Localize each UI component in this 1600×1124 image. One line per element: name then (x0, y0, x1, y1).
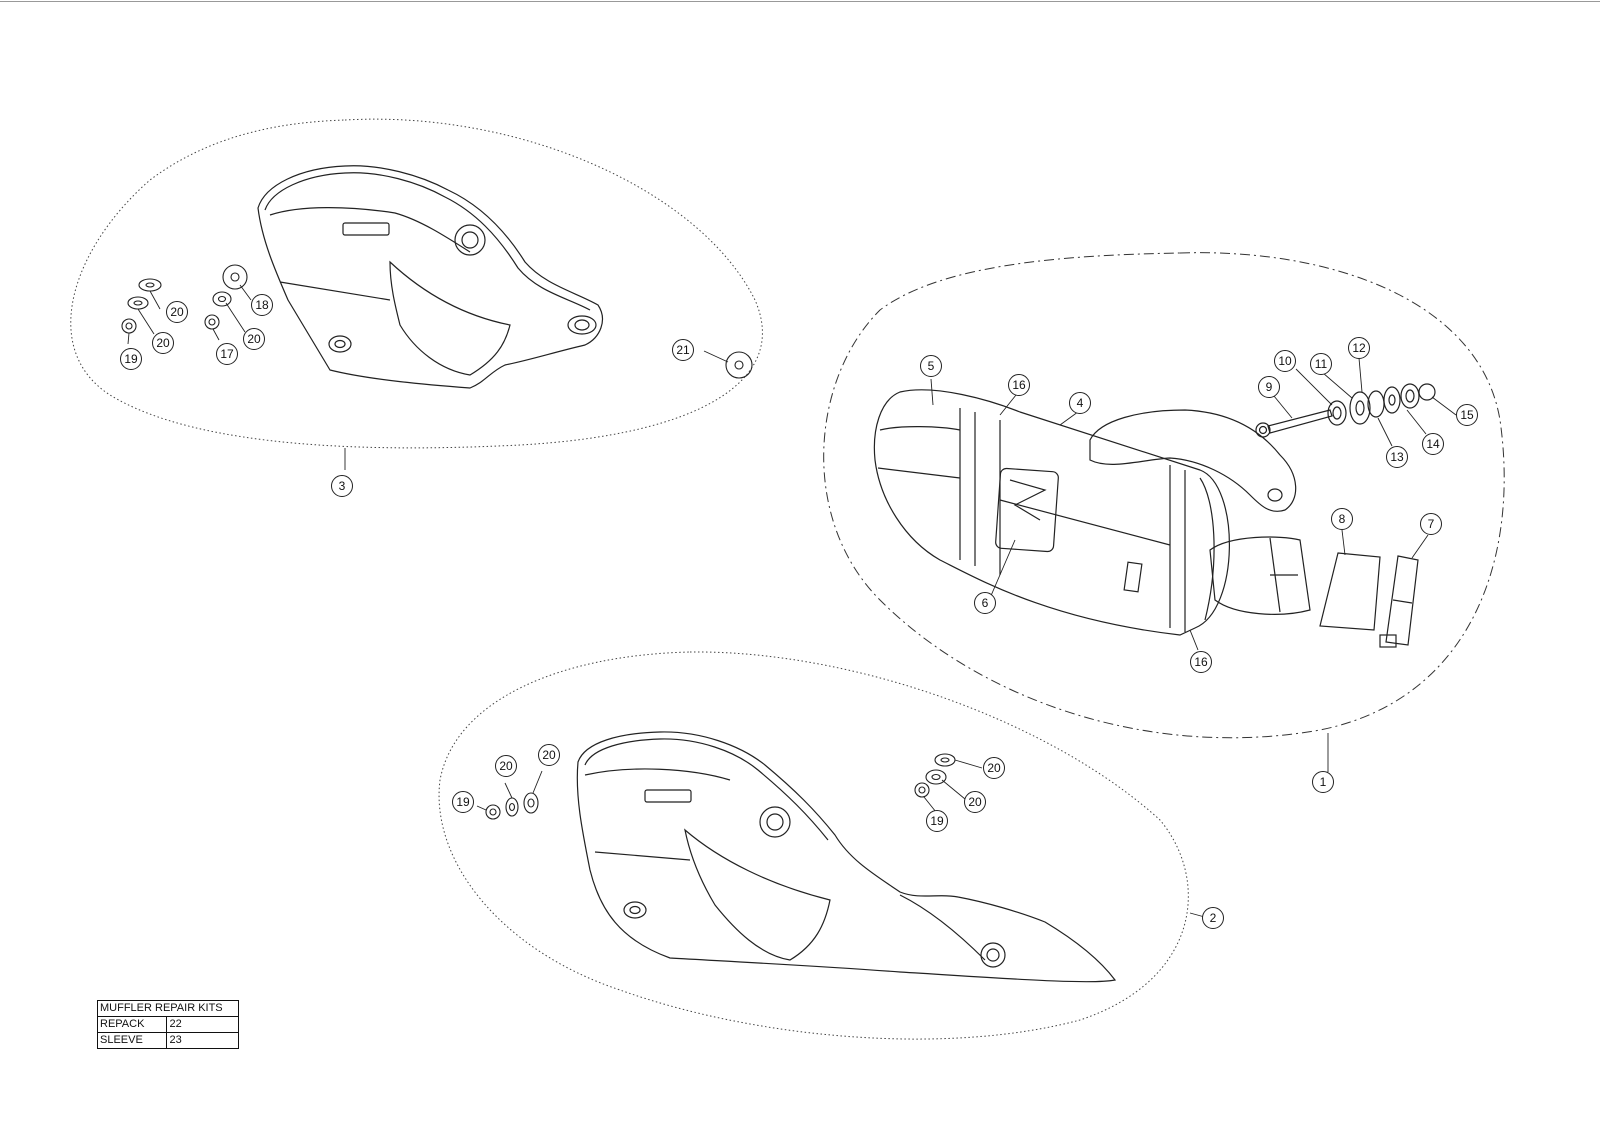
callout-15: 15 (1456, 404, 1478, 426)
callout-20-g3-a: 20 (166, 301, 188, 323)
callout-20-g3-b: 20 (152, 332, 174, 354)
kit-number: 22 (166, 1016, 239, 1033)
callout-10: 10 (1274, 350, 1296, 372)
heat-shield-upper (257, 165, 603, 389)
callout-16-upper: 16 (1008, 374, 1030, 396)
callout-20-g2-a: 20 (495, 755, 517, 777)
callout-20-g2-a-label: 20 (499, 759, 513, 773)
kit-table-row: REPACK 22 (96, 1016, 239, 1033)
callout-14: 14 (1422, 433, 1444, 455)
callout-20-g3-b-label: 20 (156, 336, 170, 350)
kit-table-header-row: MUFFLER REPAIR KITS (97, 1000, 239, 1017)
group-3-hardware (121, 264, 753, 379)
callout-19-g2-right-label: 19 (930, 814, 944, 828)
callout-7-label: 7 (1428, 517, 1435, 531)
callout-10-label: 10 (1278, 354, 1292, 368)
callout-17: 17 (216, 343, 238, 365)
callout-13: 13 (1386, 446, 1408, 468)
callout-9-label: 9 (1266, 380, 1273, 394)
callout-3-label: 3 (339, 479, 346, 493)
callout-20-g2-d: 20 (964, 791, 986, 813)
callout-20-g2-d-label: 20 (968, 795, 982, 809)
callout-19-g2-left: 19 (452, 791, 474, 813)
callout-19-g3-label: 19 (124, 352, 138, 366)
callout-2: 2 (1202, 907, 1224, 929)
callout-6-label: 6 (982, 596, 989, 610)
callout-11: 11 (1310, 353, 1332, 375)
group-1-boundary (823, 252, 1505, 739)
callout-8: 8 (1331, 508, 1353, 530)
callout-14-label: 14 (1426, 437, 1440, 451)
callout-3: 3 (331, 475, 353, 497)
kit-table-title: MUFFLER REPAIR KITS (97, 1000, 239, 1017)
callout-18: 18 (251, 294, 273, 316)
callout-20-g2-b: 20 (538, 744, 560, 766)
kit-name: SLEEVE (96, 1032, 168, 1049)
part-8-sleeve (1319, 552, 1381, 631)
callout-20-g3-a-label: 20 (170, 305, 184, 319)
callout-1: 1 (1312, 771, 1334, 793)
callout-9: 9 (1258, 376, 1280, 398)
callout-8-label: 8 (1339, 512, 1346, 526)
callout-16-lower: 16 (1190, 651, 1212, 673)
callout-1-label: 1 (1320, 775, 1327, 789)
callout-12: 12 (1348, 337, 1370, 359)
callout-4: 4 (1069, 392, 1091, 414)
callout-20-g3-c-label: 20 (247, 332, 261, 346)
heat-shield-lower (576, 731, 1117, 983)
callout-18-label: 18 (255, 298, 269, 312)
callout-15-label: 15 (1460, 408, 1474, 422)
callout-5-label: 5 (928, 359, 935, 373)
callout-2-label: 2 (1210, 911, 1217, 925)
leader-lines (127, 284, 1457, 920)
kit-number: 23 (166, 1032, 239, 1049)
callout-20-g2-c: 20 (983, 757, 1005, 779)
callout-13-label: 13 (1390, 450, 1404, 464)
callout-21-label: 21 (676, 343, 690, 357)
callout-16-lower-label: 16 (1194, 655, 1208, 669)
kit-name: REPACK (96, 1016, 168, 1033)
part-7-clamp (1379, 555, 1419, 648)
kit-table-row: SLEEVE 23 (96, 1032, 239, 1049)
callout-20-g2-c-label: 20 (987, 761, 1001, 775)
callout-19-g2-left-label: 19 (456, 795, 470, 809)
callout-17-label: 17 (220, 347, 234, 361)
callout-12-label: 12 (1352, 341, 1366, 355)
callout-4-label: 4 (1077, 396, 1084, 410)
callout-5: 5 (920, 355, 942, 377)
callout-19-g3: 19 (120, 348, 142, 370)
muffler-repair-kits-table: MUFFLER REPAIR KITS REPACK 22 SLEEVE 23 (96, 1000, 239, 1049)
callout-20-g3-c: 20 (243, 328, 265, 350)
muffler-body (873, 389, 1311, 636)
callout-11-label: 11 (1315, 357, 1328, 371)
callout-20-g2-b-label: 20 (542, 748, 556, 762)
callout-19-g2-right: 19 (926, 810, 948, 832)
mounting-hardware (1255, 383, 1436, 438)
callout-16-upper-label: 16 (1012, 378, 1026, 392)
group-2-hardware (485, 753, 956, 820)
callout-6: 6 (974, 592, 996, 614)
callout-21: 21 (672, 339, 694, 361)
callout-7: 7 (1420, 513, 1442, 535)
